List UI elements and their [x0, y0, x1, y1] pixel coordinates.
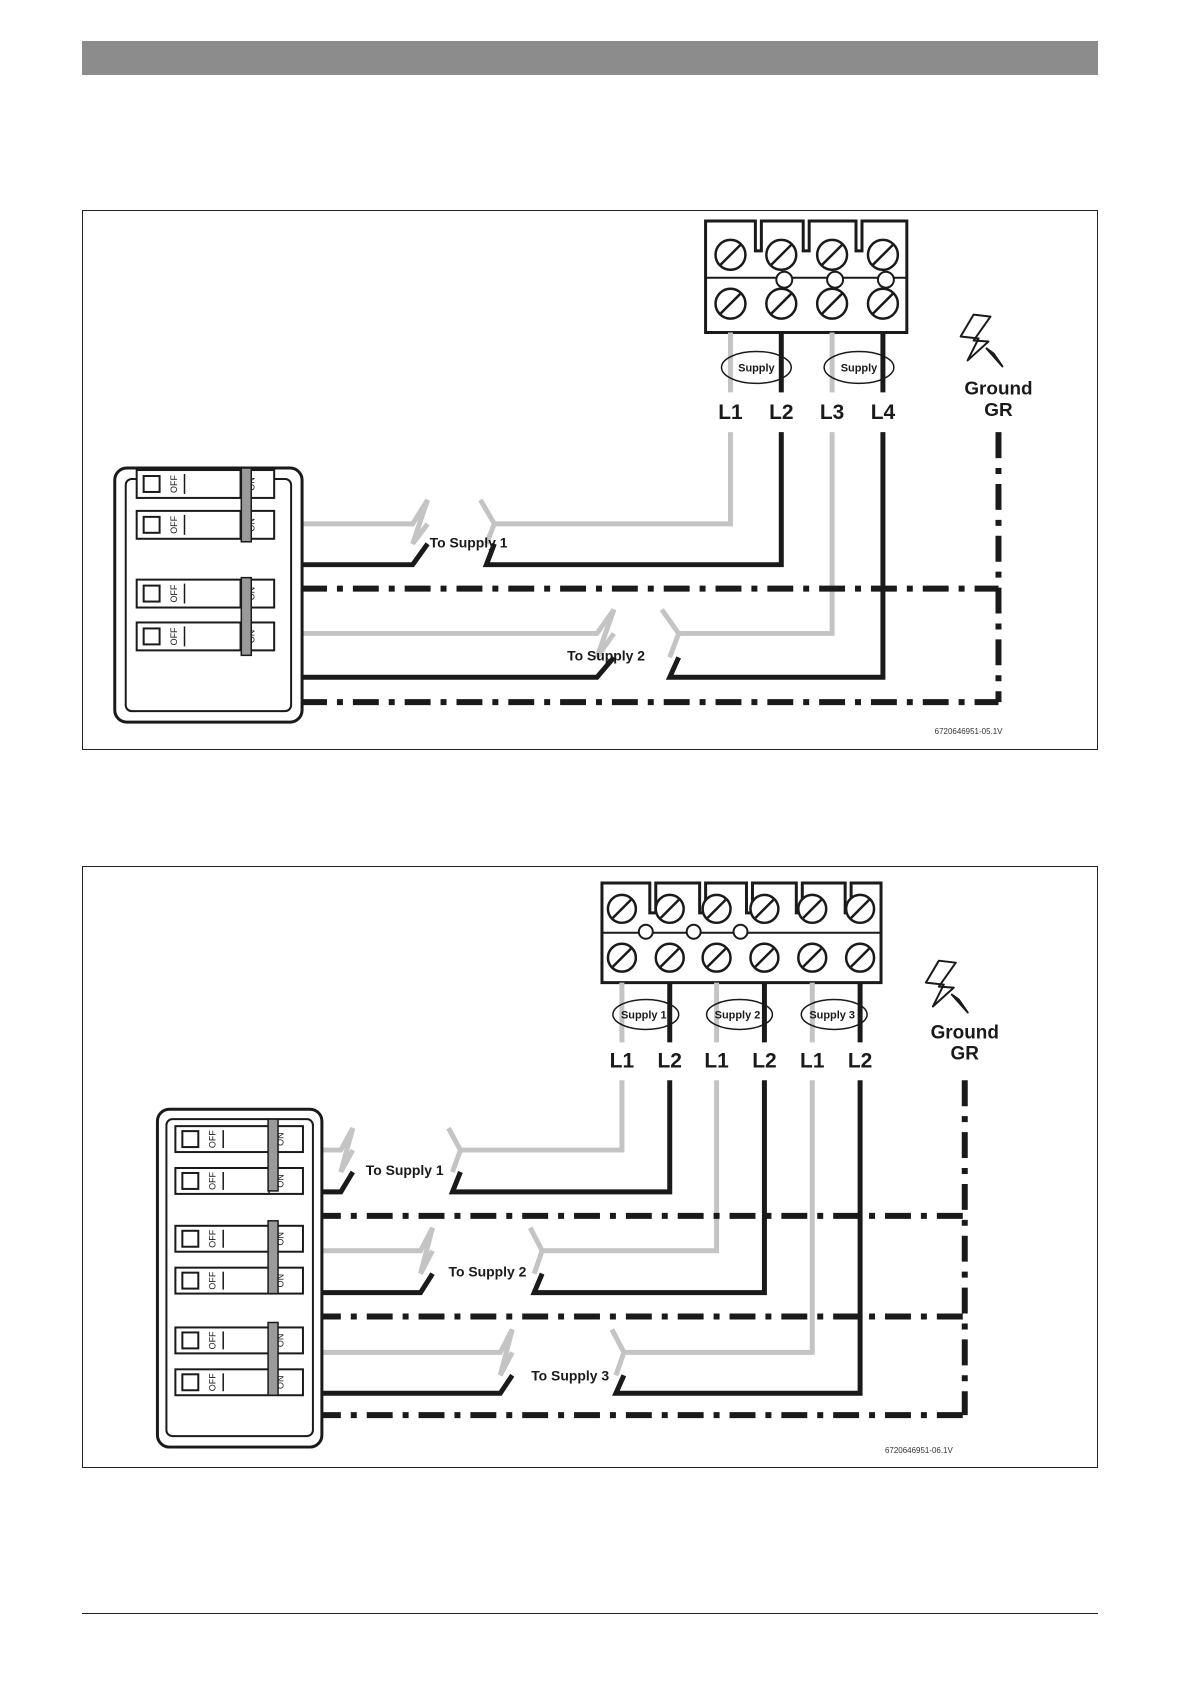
terminal-screw-icon: [608, 895, 636, 923]
terminal-label: L3: [820, 401, 844, 424]
supply-oval-label: Supply 1: [621, 1009, 667, 1021]
terminal-screw-icon: [817, 289, 847, 319]
terminal-screw-icon: [868, 289, 898, 319]
breaker-off-label: OFF: [208, 1130, 218, 1148]
breaker-indicator: [182, 1131, 198, 1147]
breaker-off-label: OFF: [169, 584, 179, 602]
breaker-tie-bar[interactable]: [241, 468, 251, 542]
terminal-screw-icon: [656, 944, 684, 972]
terminal-screw-icon: [716, 289, 746, 319]
terminal-screw-icon: [766, 240, 796, 270]
breaker-off-label: OFF: [208, 1331, 218, 1349]
figure-code: 6720646951-05.1V: [935, 727, 1003, 736]
terminal-screw-icon: [868, 240, 898, 270]
breaker-tie-bar[interactable]: [268, 1119, 278, 1191]
supply-oval-label: Supply: [841, 362, 878, 374]
breaker-off-label: OFF: [208, 1229, 218, 1247]
terminal-label: L1: [718, 401, 743, 424]
terminal-screw-icon: [817, 240, 847, 270]
terminal-screw-icon: [798, 895, 826, 923]
wiring-diagram-four-terminal: Supply Supply L1 L2 L3 L4 Ground GR To S…: [82, 210, 1098, 750]
breaker-indicator: [182, 1332, 198, 1348]
wiring-diagram-six-terminal: Supply 1 Supply 2 Supply 3 L1 L2 L1 L2 L…: [82, 866, 1098, 1468]
terminal-screw-icon: [608, 944, 636, 972]
ground-code-label: GR: [951, 1043, 980, 1064]
terminal-label: L1: [610, 1049, 635, 1072]
breaker-panel: OFFON OFFON OFFON OFFON: [115, 468, 302, 722]
page-header-bar: [82, 41, 1098, 75]
wiring-lines: [315, 1080, 965, 1415]
breaker-indicator: [182, 1374, 198, 1390]
supply-oval-label: Supply 3: [809, 1009, 855, 1021]
ground-label: Ground: [931, 1022, 999, 1043]
breaker-indicator: [144, 628, 160, 644]
terminal-label: L2: [658, 1049, 682, 1072]
ground-code-label: GR: [984, 400, 1013, 421]
terminal-screw-icon: [703, 944, 731, 972]
breaker-indicator: [144, 517, 160, 533]
breaker-indicator: [182, 1173, 198, 1189]
wiring-lines: [301, 432, 998, 702]
terminal-screw-icon: [716, 240, 746, 270]
breaker-off-label: OFF: [208, 1271, 218, 1289]
terminal-label: L4: [871, 401, 896, 424]
breaker-tie-bar[interactable]: [268, 1322, 278, 1395]
supply-oval-label: Supply: [738, 362, 775, 374]
run-label: To Supply 2: [567, 647, 645, 663]
breaker-indicator: [182, 1273, 198, 1289]
ground-label: Ground: [964, 378, 1032, 399]
breaker-indicator: [144, 476, 160, 492]
run-label: To Supply 1: [430, 535, 508, 551]
terminal-screw-icon: [846, 895, 874, 923]
lightning-bolt-icon: [961, 315, 1003, 367]
terminal-label: L2: [752, 1049, 776, 1072]
supply-oval-label: Supply 2: [715, 1009, 761, 1021]
figure-code: 6720646951-06.1V: [885, 1446, 953, 1455]
terminal-label: L2: [769, 401, 793, 424]
terminal-screw-icon: [798, 944, 826, 972]
terminal-screw-icon: [656, 895, 684, 923]
breaker-tie-bar[interactable]: [268, 1221, 278, 1294]
terminal-block: [602, 883, 881, 983]
terminal-screw-icon: [766, 289, 796, 319]
terminal-label: L1: [800, 1049, 825, 1072]
breaker-off-label: OFF: [208, 1373, 218, 1391]
footer-rule: [82, 1613, 1098, 1614]
breaker-indicator: [144, 586, 160, 602]
run-label: To Supply 3: [531, 1367, 609, 1383]
breaker-off-label: OFF: [169, 515, 179, 533]
lightning-bolt-icon: [926, 961, 968, 1013]
terminal-screw-icon: [846, 944, 874, 972]
terminal-label: L1: [704, 1049, 729, 1072]
run-label: To Supply 2: [448, 1264, 526, 1280]
supply-oval: Supply 3: [801, 1000, 867, 1030]
breaker-indicator: [182, 1231, 198, 1247]
breaker-off-label: OFF: [169, 475, 179, 493]
breaker-tie-bar[interactable]: [241, 578, 251, 656]
run-label: To Supply 1: [366, 1162, 444, 1178]
terminal-block: [706, 221, 907, 333]
terminal-screw-icon: [750, 895, 778, 923]
terminal-screw-icon: [703, 895, 731, 923]
breaker-off-label: OFF: [208, 1171, 218, 1189]
terminal-label: L2: [848, 1049, 872, 1072]
breaker-off-label: OFF: [169, 627, 179, 645]
terminal-screw-icon: [750, 944, 778, 972]
